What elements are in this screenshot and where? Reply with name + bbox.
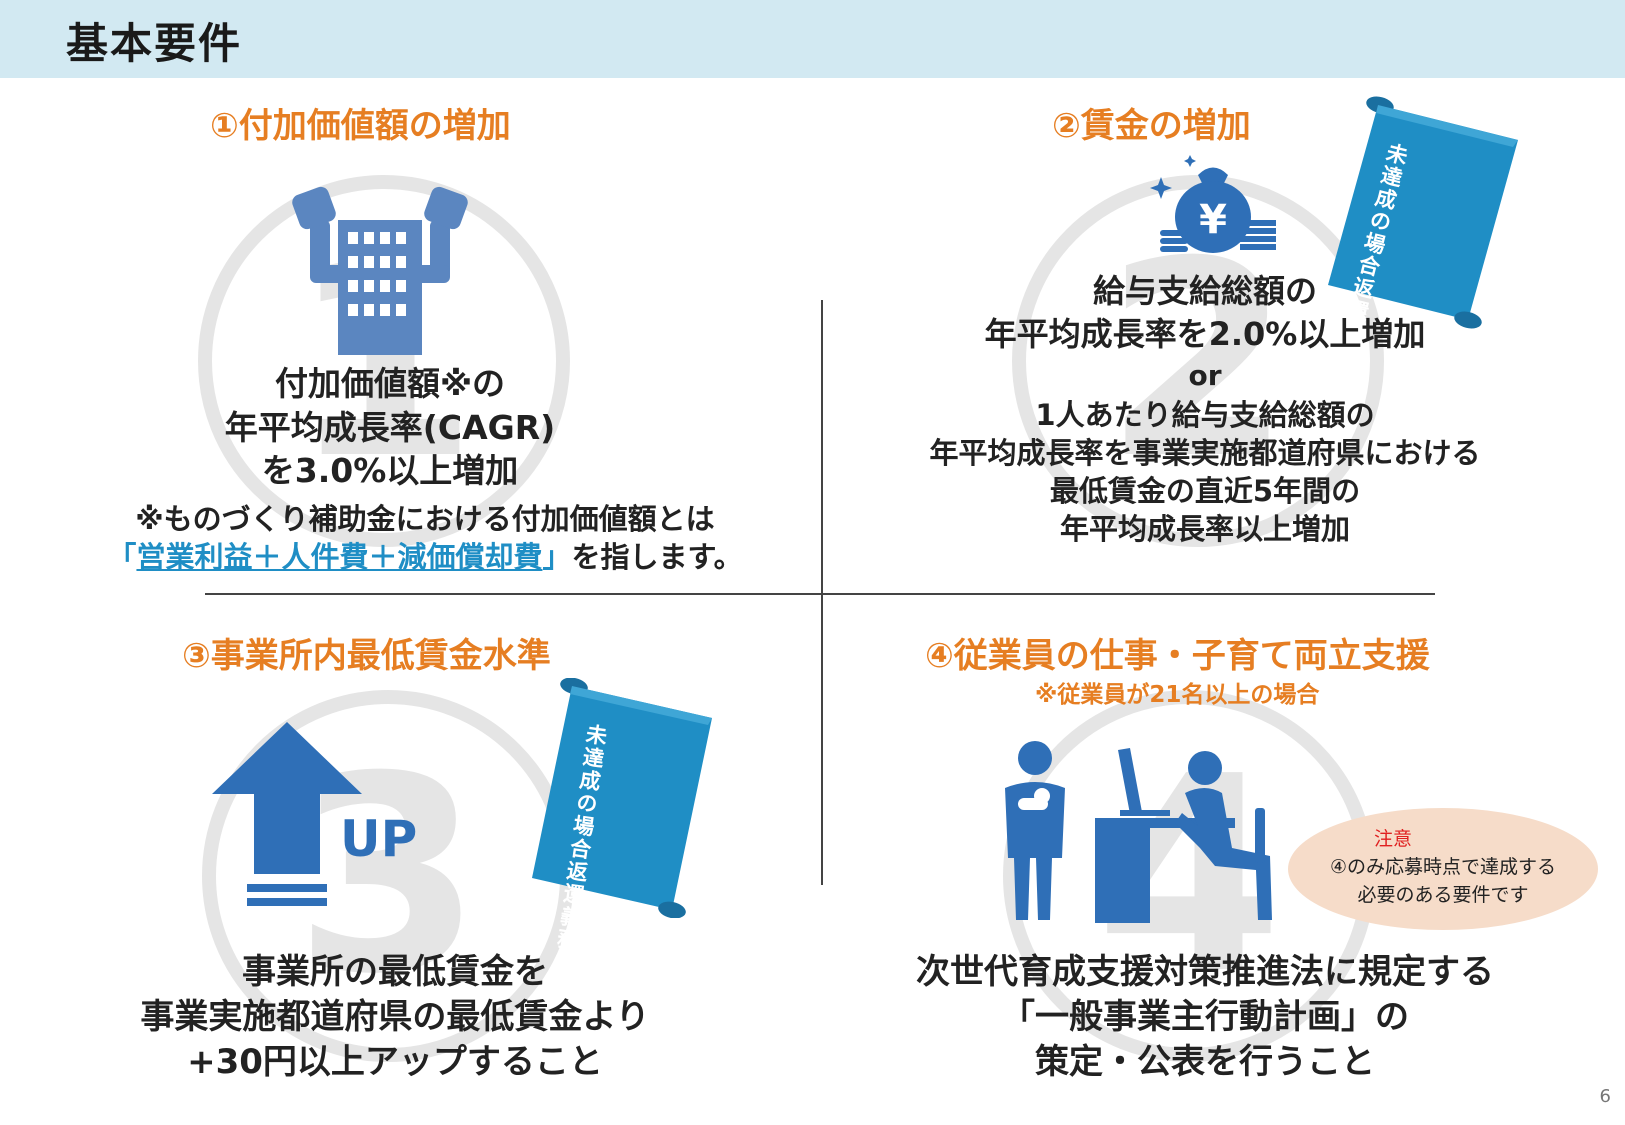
- section-2-line: 最低賃金の直近5年間の: [1049, 474, 1361, 509]
- section-4-line: 次世代育成支援対策推進法に規定する: [916, 952, 1494, 992]
- section-1-line: 付加価値額※の: [274, 364, 506, 403]
- bracket-open: 「: [107, 540, 137, 575]
- page-number: 6: [1599, 1086, 1611, 1107]
- section-1-line: を3.0%以上増加: [261, 451, 519, 491]
- section-4-body: 次世代育成支援対策推進法に規定する 「一般事業主行動計画」の 策定・公表を行うこ…: [880, 950, 1530, 1085]
- section-1-line: 年平均成長率(CAGR): [224, 407, 556, 447]
- section-1-title: ①付加価値額の増加: [210, 106, 511, 146]
- bracket-close: 」: [542, 540, 572, 575]
- caution-line: 必要のある要件です: [1357, 883, 1529, 906]
- footnote-line-2: 「営業利益＋人件費＋減価償却費」を指します。: [60, 538, 790, 576]
- value-added-definition-link[interactable]: 営業利益＋人件費＋減価償却費: [136, 540, 543, 575]
- section-2-line: 給与支給総額の: [1092, 272, 1317, 310]
- strong-building-icon: [292, 186, 468, 355]
- caution-bubble: 注意 ④のみ応募時点で達成する 必要のある要件です: [1288, 808, 1598, 930]
- section-3-line: +30円以上アップすること: [187, 1041, 603, 1082]
- yen-money-bag-icon: ¥: [1150, 155, 1276, 253]
- section-1-footnote: ※ものづくり補助金における付加価値額とは 「営業利益＋人件費＋減価償却費」を指し…: [60, 500, 790, 577]
- section-1-body: 付加価値額※の 年平均成長率(CAGR) を3.0%以上増加: [190, 362, 590, 493]
- up-arrow-icon: [212, 722, 362, 906]
- up-label: UP: [340, 810, 418, 868]
- footnote-suffix: を指します。: [571, 540, 743, 575]
- caution-body: ④のみ応募時点で達成する 必要のある要件です: [1288, 854, 1598, 909]
- section-2-line: 1人あたり給与支給総額の: [1035, 397, 1375, 432]
- header-bar: 基本要件: [0, 0, 1625, 78]
- caution-title: 注意: [1373, 828, 1412, 850]
- section-2-body: 給与支給総額の 年平均成長率を2.0%以上増加 or 1人あたり給与支給総額の …: [860, 270, 1550, 549]
- section-2-line: 年平均成長率を事業実施都道府県における: [929, 435, 1481, 470]
- footnote-line-1: ※ものづくり補助金における付加価値額とは: [135, 502, 715, 536]
- section-4-title: ④従業員の仕事・子育て両立支援: [925, 636, 1430, 676]
- section-3-line: 事業所の最低賃金を: [242, 952, 548, 992]
- section-4-line: 策定・公表を行うこと: [1035, 1041, 1375, 1082]
- scroll-banner-2: [1328, 96, 1518, 329]
- or-separator: or: [1188, 359, 1222, 393]
- svg-text:¥: ¥: [1199, 197, 1227, 243]
- section-3-body: 事業所の最低賃金を 事業実施都道府県の最低賃金より +30円以上アップすること: [90, 950, 700, 1085]
- work-childcare-icon: [1005, 741, 1272, 923]
- section-2-line: 年平均成長率を2.0%以上増加: [984, 315, 1426, 354]
- section-3-title: ③事業所内最低賃金水準: [182, 636, 551, 676]
- page-title: 基本要件: [66, 19, 243, 68]
- vertical-divider: [821, 300, 823, 885]
- scroll-banner-3: [532, 678, 712, 918]
- section-2-title: ②賃金の増加: [1052, 106, 1251, 146]
- section-4-subnote: ※従業員が21名以上の場合: [1035, 682, 1320, 708]
- section-4-line: 「一般事業主行動計画」の: [1001, 996, 1409, 1037]
- section-2-line: 年平均成長率以上増加: [1059, 512, 1350, 547]
- section-3-line: 事業実施都道府県の最低賃金より: [140, 996, 650, 1037]
- horizontal-divider: [205, 593, 1435, 595]
- caution-line: ④のみ応募時点で達成する: [1329, 856, 1557, 878]
